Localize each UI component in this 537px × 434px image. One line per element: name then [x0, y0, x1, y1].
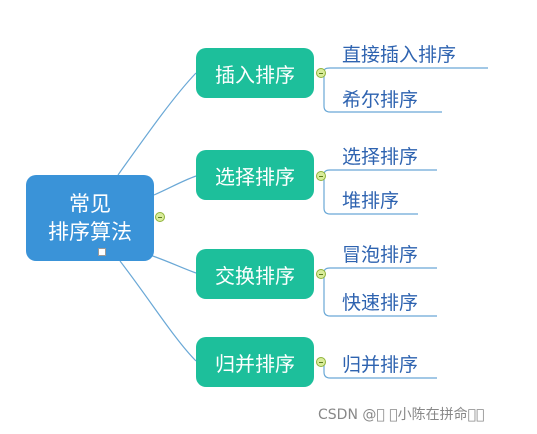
branch-collapse-icon[interactable] — [316, 357, 326, 367]
root-resize-handle[interactable] — [98, 248, 106, 256]
connector-root-branch-4 — [119, 260, 197, 362]
root-label-line1: 常见 — [69, 192, 111, 216]
branch-collapse-icon[interactable] — [316, 68, 326, 78]
branch-node-insertion-sort[interactable]: 插入排序 — [196, 48, 314, 98]
connector-b3-c1 — [320, 267, 437, 275]
branch-node-merge-sort[interactable]: 归并排序 — [196, 337, 314, 387]
connector-b4-c1 — [320, 361, 437, 379]
leaf-node[interactable]: 快速排序 — [342, 292, 419, 314]
leaf-node[interactable]: 直接插入排序 — [342, 44, 457, 66]
connector-root-branch-1 — [117, 72, 197, 176]
branch-node-selection-sort[interactable]: 选择排序 — [196, 150, 314, 200]
leaf-node[interactable]: 堆排序 — [342, 190, 400, 212]
connector-b2-c1 — [320, 169, 437, 177]
connector-b2-c2 — [323, 176, 418, 215]
branch-node-exchange-sort[interactable]: 交换排序 — [196, 249, 314, 299]
branch-label: 归并排序 — [215, 351, 295, 376]
root-node[interactable]: 常见 排序算法 — [26, 175, 154, 261]
connector-b1-c1 — [320, 67, 488, 74]
leaf-node[interactable]: 选择排序 — [342, 146, 419, 168]
leaf-node[interactable]: 冒泡排序 — [342, 244, 419, 266]
connector-root-branch-2 — [153, 175, 197, 196]
connector-b1-c2 — [323, 73, 442, 113]
branch-collapse-icon[interactable] — [316, 269, 326, 279]
watermark-text: CSDN @   小陈在拼命   — [318, 407, 485, 423]
connector-root-branch-3 — [149, 254, 197, 274]
branch-label: 选择排序 — [215, 164, 295, 189]
root-label-line2: 排序算法 — [48, 220, 132, 244]
leaf-node[interactable]: 希尔排序 — [342, 89, 419, 111]
branch-collapse-icon[interactable] — [316, 171, 326, 181]
branch-label: 插入排序 — [215, 62, 295, 87]
connector-b3-c2 — [323, 274, 437, 317]
branch-label: 交换排序 — [215, 263, 295, 288]
root-collapse-icon[interactable] — [155, 212, 165, 222]
leaf-node[interactable]: 归并排序 — [342, 354, 419, 376]
